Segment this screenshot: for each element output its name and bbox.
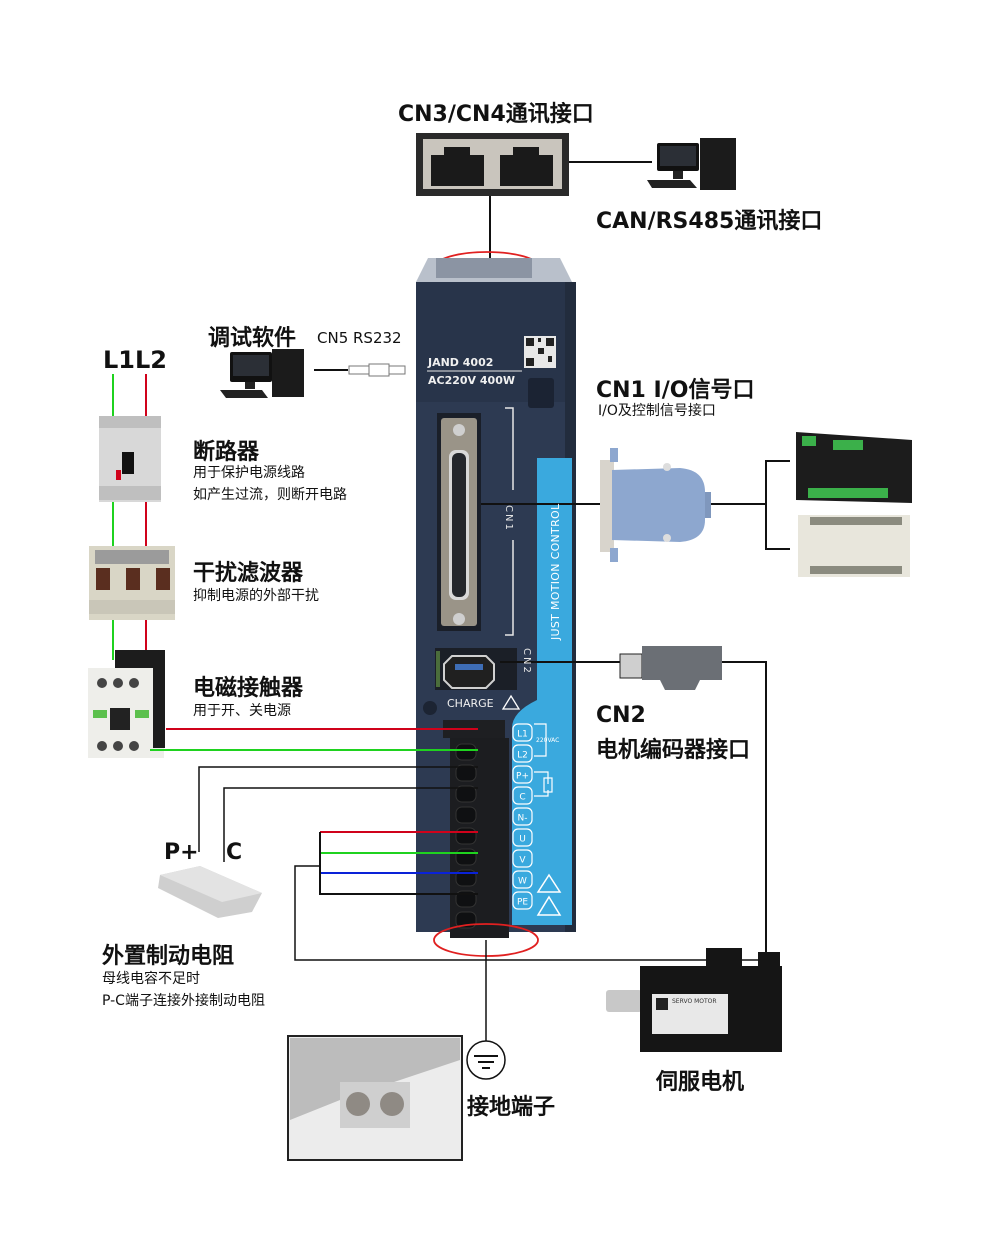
brake-resistor-desc-1: 母线电容不足时 bbox=[102, 971, 200, 987]
magnetic-contactor-icon bbox=[88, 650, 165, 758]
terminal-label-box bbox=[512, 891, 533, 910]
terminal-label-box bbox=[512, 786, 533, 805]
cn2-subtitle: 电机编码器接口 bbox=[596, 738, 751, 763]
terminal-label-l1: L1 bbox=[517, 730, 528, 740]
charge-warning-icon bbox=[501, 694, 521, 710]
contactor-title: 电磁接触器 bbox=[193, 676, 304, 701]
power-input-label: L1L2 bbox=[103, 346, 167, 374]
terminal-slot bbox=[455, 848, 477, 866]
terminal-slot bbox=[455, 764, 477, 782]
terminal-label-box bbox=[512, 870, 533, 889]
servo-drive-body bbox=[416, 258, 576, 938]
emi-filter-icon bbox=[89, 546, 175, 620]
terminal-slots bbox=[455, 743, 477, 929]
cn1-title: CN1 I/O信号口 bbox=[596, 378, 755, 403]
servo-motor-icon bbox=[606, 948, 782, 1052]
motion-controller-card-icon bbox=[796, 432, 912, 503]
contactor-desc: 用于开、关电源 bbox=[193, 703, 291, 719]
motor-nameplate: SERVO MOTOR bbox=[672, 998, 717, 1005]
terminal-slot bbox=[455, 806, 477, 824]
terminal-slot bbox=[455, 785, 477, 803]
terminal-label-v: V bbox=[519, 856, 526, 866]
filter-title: 干扰滤波器 bbox=[193, 561, 304, 586]
terminal-label-pe: PE bbox=[517, 898, 528, 908]
voltage-note: 220VAC bbox=[536, 737, 560, 744]
pc-computer-icon bbox=[647, 138, 736, 190]
terminal-slot bbox=[455, 743, 477, 761]
terminal-label-box bbox=[512, 744, 533, 763]
breaker-desc-1: 用于保护电源线路 bbox=[193, 465, 305, 481]
terminal-label-p: P+ bbox=[516, 772, 529, 782]
drive-model: JAND 4002 bbox=[428, 356, 494, 369]
brake-resistor-icon bbox=[158, 866, 262, 918]
terminal-label-n: N- bbox=[518, 814, 528, 824]
cn1-desc: I/O及控制信号接口 bbox=[598, 403, 716, 419]
breaker-title: 断路器 bbox=[193, 440, 260, 465]
servo-motor-title: 伺服电机 bbox=[656, 1070, 745, 1095]
brake-resistor-title: 外置制动电阻 bbox=[102, 944, 235, 969]
filter-desc: 抑制电源的外部干扰 bbox=[193, 588, 319, 604]
terminal-label-box bbox=[512, 723, 533, 742]
debug-software-title: 调试软件 bbox=[208, 326, 297, 351]
charge-label: CHARGE bbox=[447, 697, 494, 710]
breaker-desc-2: 如产生过流，则断开电路 bbox=[193, 487, 347, 503]
cn3-cn4-title: CN3/CN4通讯接口 bbox=[398, 102, 594, 127]
can-rs485-title: CAN/RS485通讯接口 bbox=[596, 209, 823, 234]
cn2-port-label: CN2 bbox=[521, 648, 532, 675]
ground-title: 接地端子 bbox=[467, 1095, 556, 1120]
ground-terminal-photo bbox=[287, 1035, 463, 1161]
terminal-label-box bbox=[512, 807, 533, 826]
db25-connector-icon bbox=[600, 448, 711, 562]
terminal-label-box bbox=[512, 828, 533, 847]
brake-resistor-desc-2: P-C端子连接外接制动电阻 bbox=[102, 993, 265, 1009]
encoder-connector-icon bbox=[619, 646, 722, 690]
plc-icon bbox=[798, 515, 910, 577]
cn5-port-label: CN5 RS232 bbox=[317, 329, 402, 347]
terminal-label-w: W bbox=[518, 877, 527, 887]
cn3-cn4-rj45-ports bbox=[416, 133, 569, 196]
ground-symbol-icon bbox=[466, 1040, 506, 1080]
terminal-label-box bbox=[512, 765, 533, 784]
warning-triangle-icon bbox=[536, 873, 562, 916]
terminal-label-u: U bbox=[519, 835, 526, 845]
terminal-label-box bbox=[512, 849, 533, 868]
terminal-slot bbox=[455, 827, 477, 845]
brake-terminal-p: P+ bbox=[164, 840, 199, 865]
debug-pc-icon bbox=[220, 349, 304, 398]
terminal-label-c: C bbox=[519, 793, 525, 803]
brand-strip-text: JUST MOTION CONTROL bbox=[549, 503, 562, 640]
drive-rating: AC220V 400W bbox=[428, 374, 515, 387]
cn1-port-label: CN1 bbox=[503, 505, 514, 532]
circuit-breaker-icon bbox=[99, 416, 161, 502]
brake-terminal-c: C bbox=[226, 840, 243, 865]
rs232-cable-icon bbox=[348, 363, 406, 377]
terminal-label-l2: L2 bbox=[517, 751, 528, 761]
cn2-title: CN2 bbox=[596, 703, 646, 728]
